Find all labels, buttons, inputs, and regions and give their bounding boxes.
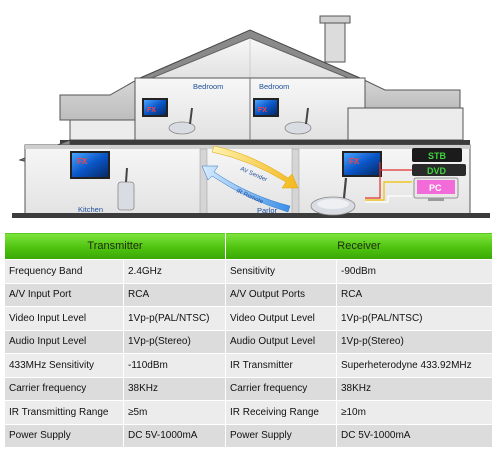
transmitter-param: Carrier frequency — [4, 376, 124, 401]
device-dvd: DVD — [412, 164, 466, 176]
receiver-param: Video Output Level — [225, 306, 337, 331]
header-receiver: Receiver — [225, 232, 493, 260]
svg-text:FX: FX — [258, 107, 267, 114]
tv-bedroom-right: FX — [253, 98, 279, 117]
device-pc-label: PC — [429, 183, 442, 193]
transmitter-value: 1Vp-p(PAL/NTSC) — [123, 306, 226, 331]
transmitter-value: 2.4GHz — [123, 259, 226, 284]
receiver-value: 1Vp-p(PAL/NTSC) — [336, 306, 493, 331]
spec-table-header: Transmitter Receiver — [4, 232, 493, 260]
device-dvd-label: DVD — [427, 166, 447, 176]
receiver-param: IR Receiving Range — [225, 400, 337, 425]
receiver-value: Superheterodyne 433.92MHz — [336, 353, 493, 378]
av-sender-arrow — [211, 145, 299, 189]
transmitter-param: 433MHz Sensitivity — [4, 353, 124, 378]
room-label-kitchen: Kitchen — [78, 205, 103, 214]
transmitter-param: Power Supply — [4, 423, 124, 448]
receiver-param: Sensitivity — [225, 259, 337, 284]
transmitter-value: ≥5m — [123, 400, 226, 425]
receiver-param: A/V Output Ports — [225, 282, 337, 307]
receiver-bedroom-left — [168, 107, 196, 135]
device-stb: STB — [412, 148, 462, 162]
device-stb-label: STB — [428, 151, 447, 161]
transmitter-value: -110dBm — [123, 353, 226, 378]
receiver-param: Carrier frequency — [225, 376, 337, 401]
floor-slab — [60, 140, 470, 145]
av-cables — [365, 162, 412, 203]
receiver-bedroom-right — [284, 107, 312, 135]
chimney — [319, 15, 351, 63]
receiver-value: DC 5V-1000mA — [336, 423, 493, 448]
transmitter-param: IR Transmitting Range — [4, 400, 124, 425]
receiver-value: 1Vp-p(Stereo) — [336, 329, 493, 354]
room-label-parlor: Parlor — [257, 206, 278, 215]
transmitter-value: 38KHz — [123, 376, 226, 401]
house-illustration: FX Bedroom FX Bedroom FX Kitchen — [12, 15, 490, 218]
transmitter-param: A/V Input Port — [4, 282, 124, 307]
tv-parlor: FX — [342, 151, 382, 177]
tv-kitchen: FX — [70, 151, 110, 179]
receiver-value: RCA — [336, 282, 493, 307]
room-label-bedroom-right: Bedroom — [259, 82, 289, 91]
svg-text:FX: FX — [147, 107, 156, 114]
receiver-param: Audio Output Level — [225, 329, 337, 354]
transmitter-value: RCA — [123, 282, 226, 307]
device-pc: PC — [413, 177, 459, 201]
main-roof — [59, 29, 461, 121]
receiver-kitchen — [117, 167, 135, 211]
room-label-bedroom-left: Bedroom — [193, 82, 223, 91]
receiver-param: Power Supply — [225, 423, 337, 448]
receiver-value: ≥10m — [336, 400, 493, 425]
receiver-value: -90dBm — [336, 259, 493, 284]
transmitter-param: Video Input Level — [4, 306, 124, 331]
transmitter-parlor — [310, 177, 356, 216]
svg-text:FX: FX — [77, 157, 88, 166]
ir-remote-arrow — [201, 165, 291, 213]
receiver-value: 38KHz — [336, 376, 493, 401]
tv-bedroom-left: FX — [142, 98, 168, 117]
svg-text:FX: FX — [349, 157, 360, 166]
transmitter-param: Audio Input Level — [4, 329, 124, 354]
header-transmitter: Transmitter — [4, 232, 226, 260]
transmitter-value: DC 5V-1000mA — [123, 423, 226, 448]
transmitter-value: 1Vp-p(Stereo) — [123, 329, 226, 354]
transmitter-param: Frequency Band — [4, 259, 124, 284]
receiver-param: IR Transmitter — [225, 353, 337, 378]
